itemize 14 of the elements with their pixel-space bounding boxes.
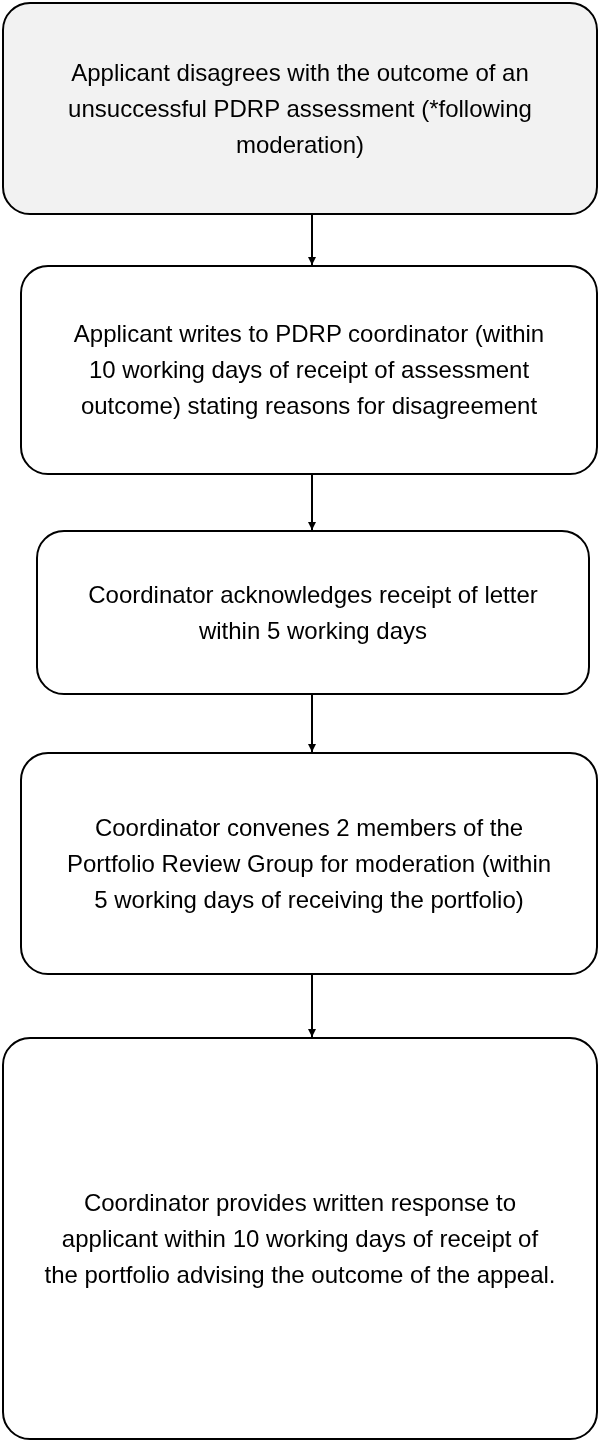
arrow xyxy=(308,474,316,531)
box-text: Coordinator acknowledges receipt of letter within 5 working days xyxy=(87,579,539,646)
box-text: Coordinator provides written response to applicant within 10 working days of receipt of the portfolio advising the outcome of the appeal. xyxy=(44,1187,556,1290)
box-text: Applicant disagrees with the outcome of an unsuccessful PDRP assessment (*following moderation) xyxy=(67,57,533,160)
box-text: Applicant writes to PDRP coordinator (within 10 working days of receipt of assessment outcome) stating reasons for disagreement xyxy=(72,319,546,421)
process-box xyxy=(2,2,598,215)
process-box xyxy=(20,752,598,975)
process-box xyxy=(36,530,590,695)
box-text: Coordinator convenes 2 members of the Portfolio Review Group for moderation (within 5 working days of receiving the portfolio) xyxy=(65,812,553,915)
process-box xyxy=(20,265,598,475)
arrow xyxy=(308,694,316,753)
arrow xyxy=(308,214,316,266)
process-box xyxy=(2,1037,598,1440)
arrow xyxy=(308,974,316,1038)
